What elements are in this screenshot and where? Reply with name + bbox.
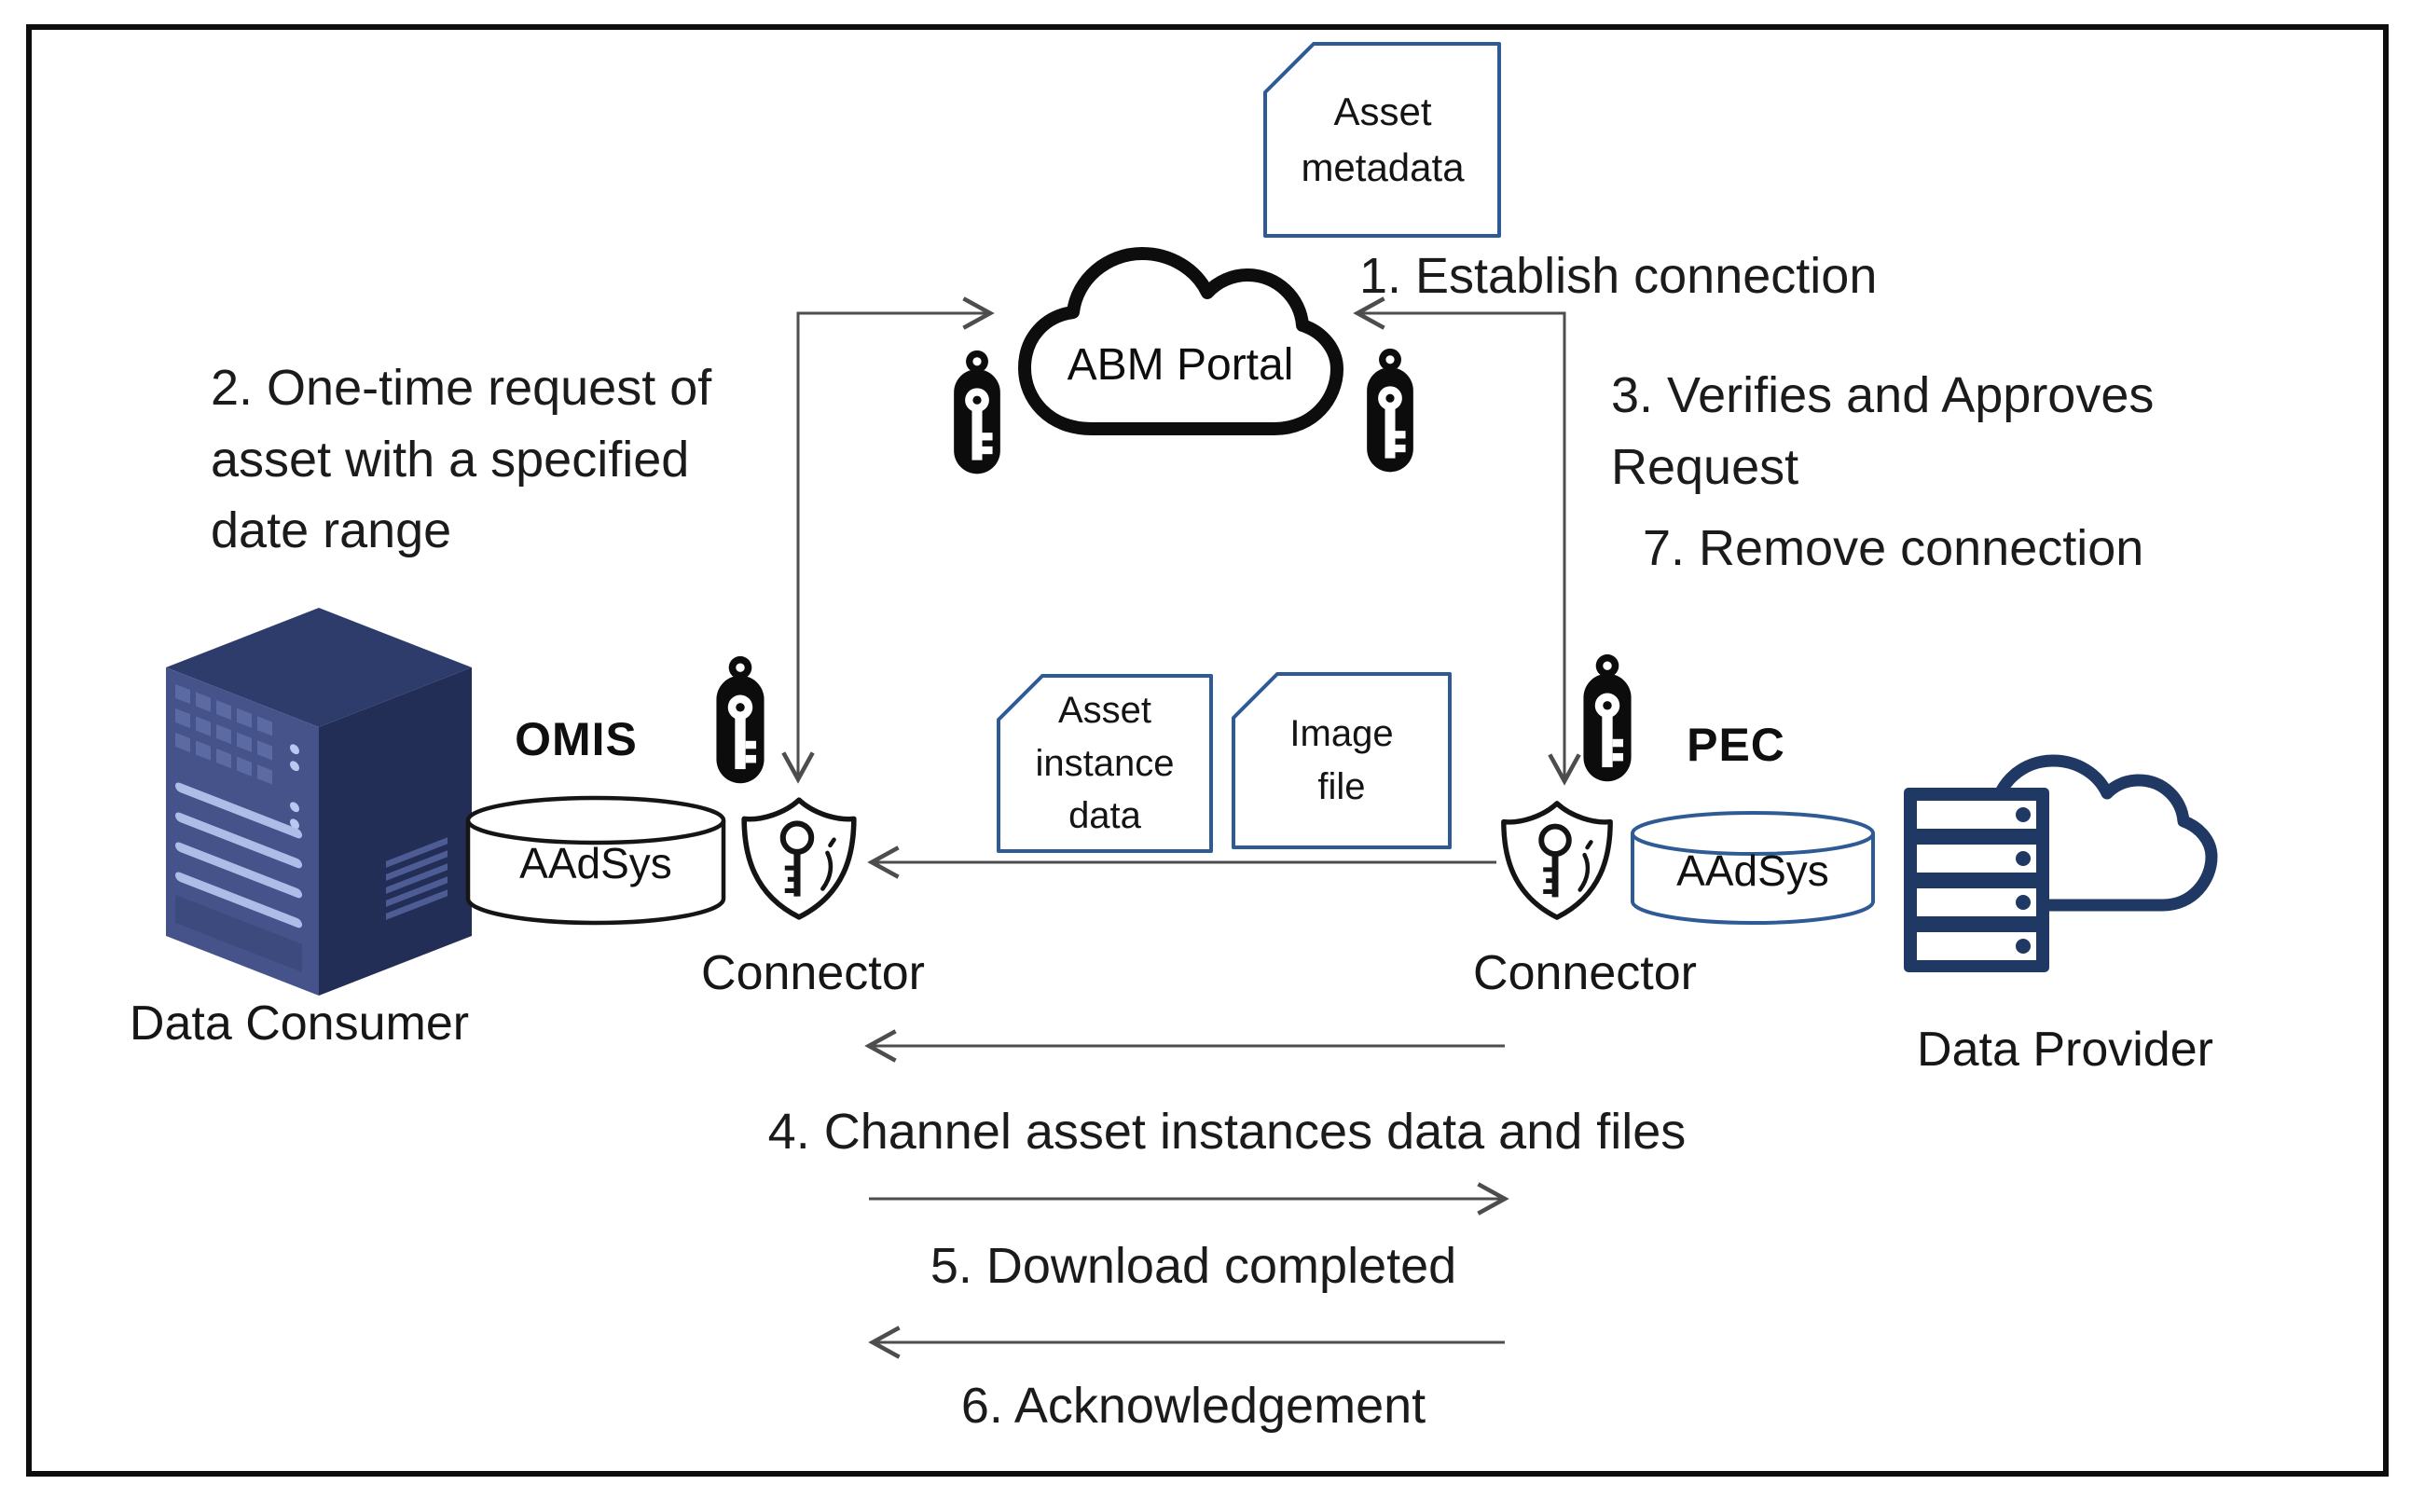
- document-icon: [1263, 42, 1501, 238]
- data-consumer-node: [164, 606, 474, 997]
- step-1-label: 1. Establish connection: [1359, 248, 1878, 304]
- step-2-label: 2. One-time request of asset with a spec…: [211, 360, 712, 559]
- asset-metadata-label: Asset metadata: [1301, 89, 1465, 189]
- image-file-document: Image file: [1231, 671, 1453, 850]
- provider-datastore-label: AAdSys: [1676, 845, 1829, 895]
- data-consumer-label: Data Consumer: [129, 997, 470, 1051]
- server-tower-icon: [166, 608, 472, 996]
- document-icon: [997, 674, 1213, 853]
- key-fob-icon: [1577, 653, 1637, 785]
- key-fob-icon: [1360, 347, 1420, 475]
- server-clouds-icon: [1904, 713, 2266, 972]
- diagram-frame: [26, 24, 2389, 1477]
- step-6-label: 6. Acknowledgement: [960, 1378, 1426, 1434]
- shield-key-icon: [741, 797, 857, 920]
- consumer-datastore: AAdSys: [464, 794, 727, 927]
- database-cylinder-icon: [465, 795, 726, 926]
- database-cylinder-icon: [1631, 811, 1875, 925]
- consumer-datastore-label: AAdSys: [519, 838, 672, 887]
- shield-key-icon: [1501, 801, 1613, 920]
- pec-label: PEC: [1687, 719, 1785, 771]
- abm-portal-node: ABM Portal: [1005, 226, 1356, 455]
- image-file-label: Image file: [1289, 713, 1394, 807]
- step-7-label: 7. Remove connection: [1643, 520, 2144, 576]
- document-icon: [1232, 672, 1452, 849]
- key-fob-icon: [947, 349, 1007, 477]
- arrow-consumer-portal: [781, 296, 995, 784]
- cloud-icon: [1018, 247, 1343, 435]
- data-provider-label: Data Provider: [1917, 1023, 2213, 1077]
- arrow-provider-portal: [1353, 296, 1581, 786]
- consumer-connector-node: [731, 792, 867, 925]
- omis-label: OMIS: [515, 713, 638, 765]
- step-4-label: 4. Channel asset instances data and file…: [767, 1104, 1687, 1160]
- provider-connector-node: [1492, 796, 1622, 925]
- abm-portal-label: ABM Portal: [1067, 340, 1294, 390]
- step-5-label: 5. Download completed: [930, 1238, 1457, 1294]
- provider-connector-label: Connector: [1473, 946, 1697, 1000]
- asset-instance-data-document: Asset instance data: [996, 673, 1214, 854]
- asset-metadata-document: Asset metadata: [1262, 41, 1503, 239]
- consumer-connector-label: Connector: [701, 946, 925, 1000]
- provider-datastore: AAdSys: [1629, 809, 1877, 927]
- step-3-label: 3. Verifies and Approves Request: [1611, 367, 2155, 495]
- key-fob-icon: [710, 654, 770, 787]
- asset-instance-data-label: Asset instance data: [1035, 689, 1175, 837]
- data-provider-node: [1893, 713, 2266, 983]
